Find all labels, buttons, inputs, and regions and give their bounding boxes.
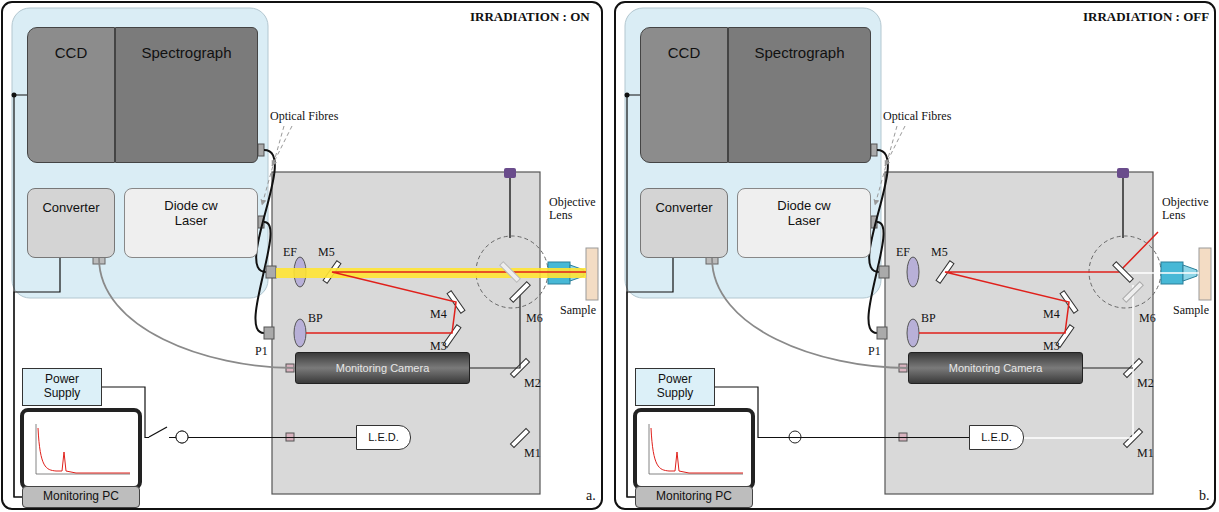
- part-label: M3: [1043, 340, 1060, 353]
- mode-title: IRRADIATION : OFF: [1083, 10, 1209, 24]
- converter-box: Converter: [27, 188, 115, 258]
- laser-box: Diode cw Laser: [124, 188, 258, 258]
- spectrograph-box: Spectrograph: [728, 27, 871, 163]
- panel-letter: b.: [1199, 488, 1210, 503]
- node-text: Spectrograph: [754, 44, 844, 61]
- part-label: M1: [1137, 447, 1154, 460]
- part-label: Optical Fibres: [270, 110, 338, 123]
- part-label: BP: [308, 312, 323, 325]
- cable: [99, 258, 295, 368]
- power-box: Power Supply: [635, 368, 715, 406]
- cable: [712, 258, 908, 368]
- junction-dot: [12, 93, 17, 98]
- part-label: M6: [1139, 312, 1156, 325]
- view-path: [1083, 367, 1133, 368]
- node-text: Monitoring PC: [43, 490, 119, 504]
- part-label: P1: [255, 345, 268, 358]
- mode-title: IRRADIATION : ON: [470, 10, 590, 24]
- part-label: EF: [896, 246, 910, 259]
- led-box: L.E.D.: [356, 425, 411, 450]
- wire: [14, 95, 27, 497]
- part-label: Objective Lens: [549, 196, 603, 222]
- part-label: M4: [1043, 308, 1060, 321]
- node-text: L.E.D.: [981, 431, 1012, 444]
- part-label: M6: [526, 312, 543, 325]
- panel-b-beams: [919, 232, 1199, 438]
- wire: [627, 95, 640, 497]
- part-label: Sample: [1173, 304, 1209, 317]
- part-label: P1: [868, 345, 881, 358]
- mirror-out: [1123, 282, 1144, 303]
- part-label: Sample: [560, 304, 596, 317]
- camera-cylinder: Monitoring Camera: [295, 352, 470, 384]
- node-text: Converter: [655, 201, 712, 216]
- wire: [715, 387, 969, 438]
- node-text: Monitoring PC: [656, 490, 732, 504]
- part-label: Optical Fibres: [883, 110, 951, 123]
- lamp-terminal: [176, 431, 188, 443]
- part-label: EF: [283, 246, 297, 259]
- node-text: Monitoring Camera: [336, 362, 430, 375]
- power-box: Power Supply: [22, 368, 102, 406]
- converter-box: Converter: [640, 188, 728, 258]
- open-switch: [149, 427, 167, 437]
- node-text: CCD: [55, 44, 88, 61]
- mirror: [510, 282, 531, 303]
- panel-b: [615, 2, 1215, 509]
- node-text: Spectrograph: [141, 44, 231, 61]
- part-label: BP: [921, 312, 936, 325]
- part-label: M4: [430, 308, 447, 321]
- view-path: [470, 292, 520, 368]
- excitation-path: [306, 272, 586, 333]
- junction-dot: [625, 93, 630, 98]
- camera-box: CCD: [640, 27, 728, 163]
- part-label: M2: [524, 377, 541, 390]
- mirror: [1113, 262, 1134, 283]
- camera-box: CCD: [27, 27, 115, 163]
- part-label: M5: [318, 246, 335, 259]
- part-label: M3: [430, 340, 447, 353]
- node-text: Diode cw Laser: [772, 199, 836, 229]
- panel-letter: a.: [586, 488, 596, 503]
- laser-beam: [276, 268, 586, 278]
- wire: [102, 387, 356, 438]
- laser-box: Diode cw Laser: [737, 188, 871, 258]
- spectrograph-box: Spectrograph: [115, 27, 258, 163]
- node-text: L.E.D.: [368, 431, 399, 444]
- panel-a: [2, 2, 602, 509]
- led-box: L.E.D.: [969, 425, 1024, 450]
- part-label: M1: [524, 447, 541, 460]
- pc-box: Monitoring PC: [635, 486, 753, 508]
- part-label: M5: [931, 246, 948, 259]
- node-text: Converter: [42, 201, 99, 216]
- part-label: Objective Lens: [1162, 196, 1216, 222]
- node-text: CCD: [668, 44, 701, 61]
- illumination-path: [1127, 272, 1199, 274]
- excitation-path: [919, 232, 1158, 333]
- mirror-out: [500, 262, 521, 283]
- switch-gap: [149, 432, 169, 442]
- node-text: Diode cw Laser: [159, 199, 223, 229]
- pc-box: Monitoring PC: [22, 486, 140, 508]
- node-text: Power Supply: [648, 373, 702, 401]
- node-text: Monitoring Camera: [949, 362, 1043, 375]
- camera-cylinder: Monitoring Camera: [908, 352, 1083, 384]
- node-text: Power Supply: [35, 373, 89, 401]
- part-label: M2: [1137, 377, 1154, 390]
